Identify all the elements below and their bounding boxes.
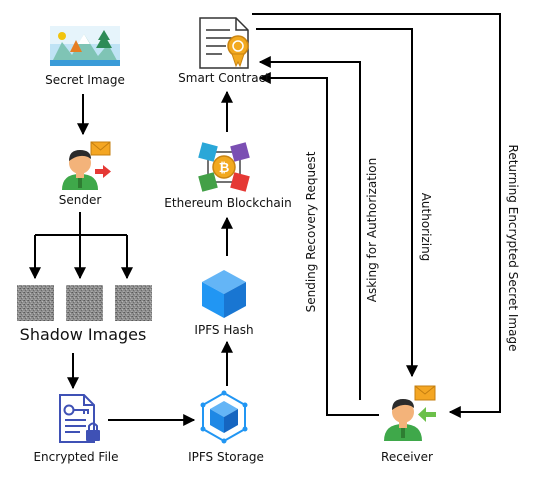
smart-contract-certificate-icon: [199, 17, 249, 69]
returning-encrypted-secret-image-label: Returning Encrypted Secret Image: [506, 144, 520, 352]
ethereum-blockchain-label: Ethereum Blockchain: [164, 196, 292, 210]
blockchain-cubes-icon: ₿: [198, 142, 250, 192]
smart-contract-label: Smart Contract: [178, 71, 270, 85]
arrow-asking-for-authorization: [258, 56, 361, 400]
sender-envelope-icon: [90, 141, 111, 156]
authorizing-label: Authorizing: [419, 192, 433, 262]
shadow-image-tile: [115, 285, 152, 321]
encrypted-file-label: Encrypted File: [33, 450, 119, 464]
asking-for-authorization-label: Asking for Authorization: [365, 157, 379, 303]
ipfs-hash-cube-icon: [202, 270, 246, 318]
shadow-image-tile: [66, 285, 103, 321]
receiver-envelope-icon: [414, 385, 436, 401]
sender-label: Sender: [58, 193, 102, 207]
shadow-images-label: Shadow Images: [19, 325, 147, 344]
encrypted-file-icon: [59, 394, 100, 443]
shadow-image-tile: [17, 285, 54, 321]
ipfs-storage-cube-icon: [200, 390, 248, 444]
svg-text:₿: ₿: [219, 161, 230, 176]
receiver-receive-arrow-icon: [418, 407, 436, 422]
receiver-label: Receiver: [381, 450, 433, 464]
arrow-sending-recovery-request: [258, 72, 379, 416]
ipfs-hash-label: IPFS Hash: [194, 323, 254, 337]
sender-send-arrow-icon: [95, 165, 111, 178]
ipfs-storage-label: IPFS Storage: [188, 450, 264, 464]
receiver-person-icon: [384, 399, 422, 441]
secret-image-label: Secret Image: [45, 73, 125, 87]
arrow-authorizing: [256, 28, 418, 378]
sender-person-icon: [62, 150, 98, 190]
sending-recovery-request-label: Sending Recovery Request: [304, 151, 318, 313]
arrow-returning-encrypted-image: [252, 13, 501, 418]
secret-image-thumbnail: [50, 26, 120, 66]
